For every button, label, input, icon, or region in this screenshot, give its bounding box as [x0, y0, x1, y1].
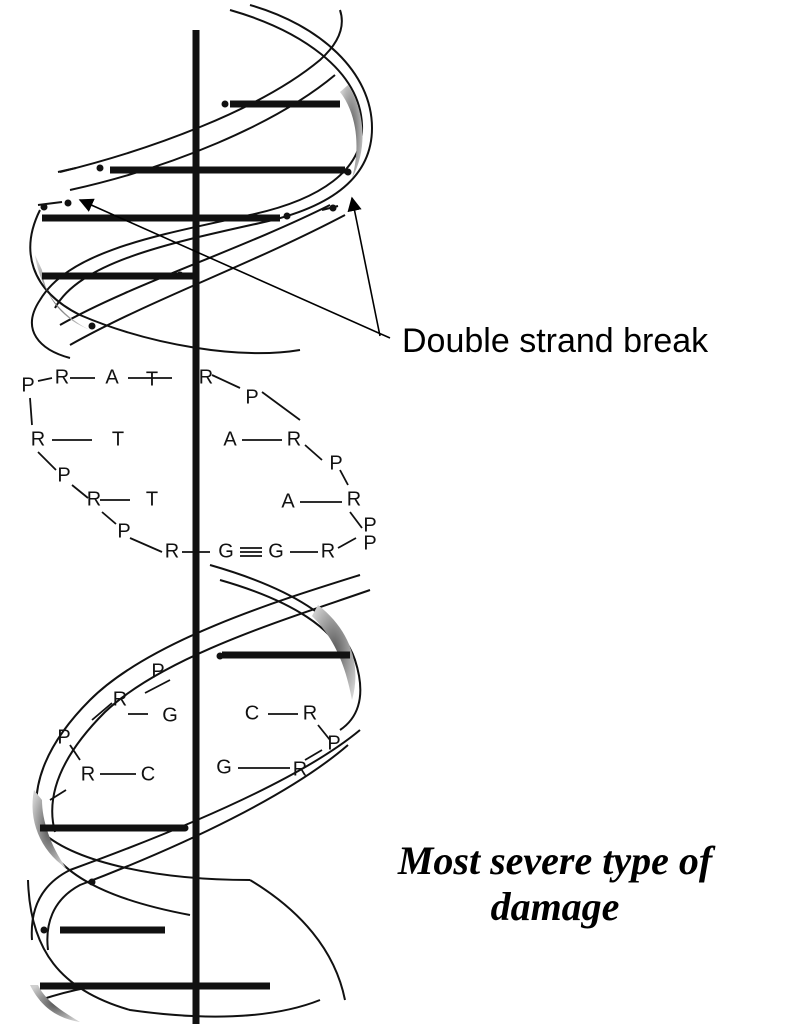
arrow-to-right-break — [347, 196, 381, 337]
base-letter: R — [87, 488, 101, 510]
unwound-letters: P R A T R P R T A R P P R T A R P P R G … — [21, 366, 376, 562]
base-letter: P — [21, 374, 34, 396]
upper-backbone-strand-4 — [59, 204, 331, 326]
base-letter: P — [57, 726, 70, 748]
base-letter: R — [347, 488, 361, 510]
base-letter: P — [327, 732, 340, 754]
base-letter: A — [281, 490, 295, 512]
lower-shade-bottom — [30, 985, 80, 1022]
break-end-left-2 — [57, 167, 77, 173]
base-letter: G — [268, 540, 284, 562]
upper-dots — [40, 100, 352, 330]
upper-backbone-strand-1-edge — [54, 4, 374, 309]
lower-helix — [27, 564, 371, 1022]
upper-shade-right — [340, 85, 363, 178]
base-letter: P — [57, 464, 70, 486]
base-letter: P — [329, 452, 342, 474]
upper-backbone-strand-2 — [59, 9, 343, 173]
base-letter: P — [245, 386, 258, 408]
lower-backbone-strand-4 — [30, 729, 361, 941]
base-letter: P — [363, 514, 376, 536]
lower-backbone-strand-2-edge — [51, 589, 371, 833]
base-letter: R — [321, 540, 335, 562]
break-arrows — [78, 196, 391, 339]
base-letter: T — [146, 368, 158, 390]
severity-caption: Most severe type of damage — [350, 838, 760, 930]
base-letter: A — [105, 366, 119, 388]
base-letter: T — [112, 428, 124, 450]
lower-backbone-strand-4-edge — [46, 744, 349, 951]
base-letter: G — [162, 704, 178, 726]
lower-backbone-strand-6 — [249, 879, 346, 1001]
base-letter: R — [287, 428, 301, 450]
base-letter: R — [81, 763, 95, 785]
base-letter: A — [223, 428, 237, 450]
upper-backbone-strand-4-edge — [69, 214, 346, 346]
base-letter: C — [141, 763, 155, 785]
double-strand-break-label: Double strand break — [402, 322, 709, 360]
base-letter: P — [117, 520, 130, 542]
lower-bonds — [49, 679, 331, 801]
upper-backbone-strand-2-edge — [69, 74, 336, 191]
unwound-bonds — [29, 374, 363, 557]
base-letter: G — [216, 756, 232, 778]
upper-backbone-strand-1 — [30, 9, 364, 359]
upper-backbone-strand-3 — [29, 209, 301, 355]
base-letter: C — [245, 702, 259, 724]
arrow-to-left-break — [78, 198, 391, 339]
lower-backbone-strand-2 — [35, 574, 361, 916]
lower-dots — [40, 652, 224, 934]
base-letter: R — [113, 688, 127, 710]
base-letter: P — [363, 532, 376, 554]
base-letter: G — [218, 540, 234, 562]
lower-shade-left — [32, 790, 66, 868]
base-letter: R — [293, 758, 307, 780]
base-letter: R — [55, 366, 69, 388]
lower-backbone-strand-3 — [39, 829, 251, 881]
base-letter: R — [165, 540, 179, 562]
caption-line-1: Most severe type of — [397, 838, 713, 883]
lower-letters: P R G C R P R C G R P — [57, 660, 340, 785]
upper-shade-left — [35, 255, 90, 330]
base-letter: R — [303, 702, 317, 724]
lower-backbone-strand-5 — [27, 879, 321, 1018]
base-letter: R — [199, 366, 213, 388]
upper-helix — [29, 4, 374, 359]
base-letter: P — [151, 660, 164, 682]
base-letter: T — [146, 488, 158, 510]
base-letter: R — [31, 428, 45, 450]
caption-line-2: damage — [490, 884, 620, 929]
